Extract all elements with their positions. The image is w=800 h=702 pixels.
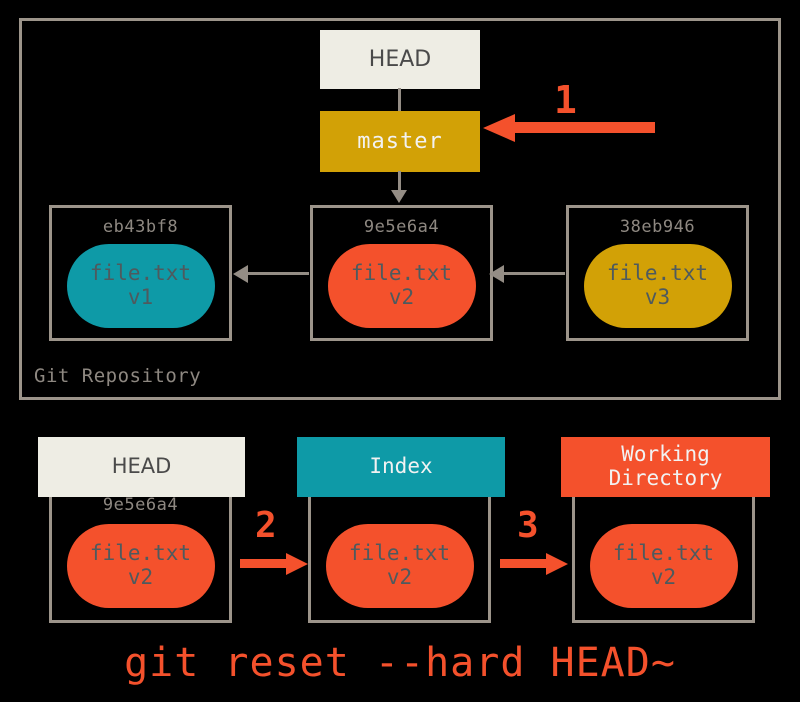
commit-parent-arrowhead-icon: [489, 265, 504, 283]
area-blob: file.txt v2: [589, 524, 738, 608]
blob-version: v2: [386, 565, 413, 589]
commit-hash: 38eb946: [619, 217, 696, 237]
blob-version: v2: [650, 565, 677, 589]
head-to-master-connector: [398, 88, 401, 112]
git-command-caption: git reset --hard HEAD~: [124, 640, 676, 686]
area-blob: file.txt v2: [325, 524, 474, 608]
area-header-index: Index: [297, 437, 505, 497]
area-hash: 9e5e6a4: [102, 495, 179, 515]
step3-arrow-shaft: [500, 559, 548, 568]
blob-version: v3: [644, 285, 671, 309]
step2-arrow-head-icon: [286, 553, 308, 575]
commit-blob: file.txt v3: [583, 244, 732, 328]
blob-version: v2: [388, 285, 415, 309]
blob-version: v1: [127, 285, 154, 309]
step3-number-label: 3: [517, 505, 539, 546]
area-header-head: HEAD: [38, 437, 245, 497]
blob-version: v2: [127, 565, 154, 589]
head-pointer-box: HEAD: [320, 30, 480, 89]
master-to-commit-connector: [398, 171, 401, 195]
master-branch-box: master: [320, 111, 480, 172]
area-header-working-directory: Working Directory: [561, 437, 770, 497]
area-header-label: HEAD: [111, 454, 172, 479]
blob-filename: file.txt: [606, 261, 709, 286]
commit-hash: eb43bf8: [102, 217, 179, 237]
git-repository-frame: [19, 18, 781, 400]
area-blob: file.txt v2: [66, 524, 215, 608]
area-header-label: Working Directory: [608, 442, 723, 490]
area-header-label: Index: [369, 454, 433, 479]
step2-arrow-shaft: [240, 559, 288, 568]
commit-blob: file.txt v1: [66, 244, 215, 328]
git-repository-label: Git Repository: [34, 365, 202, 387]
blob-filename: file.txt: [89, 541, 192, 566]
commit-box-9e5e6a4: 9e5e6a4 file.txt v2: [310, 205, 493, 341]
commit-hash: 9e5e6a4: [363, 217, 440, 237]
step2-number-label: 2: [255, 505, 277, 546]
commit-parent-link: [246, 272, 309, 275]
area-body-head: 9e5e6a4 file.txt v2: [49, 485, 232, 623]
blob-filename: file.txt: [350, 261, 453, 286]
head-pointer-label: HEAD: [368, 47, 432, 72]
commit-parent-link: [502, 272, 565, 275]
master-branch-label: master: [357, 129, 443, 154]
area-body-index: file.txt v2: [308, 485, 491, 623]
master-to-commit-arrowhead: [391, 190, 407, 203]
step1-arrow-head-icon: [483, 114, 515, 142]
commit-box-eb43bf8: eb43bf8 file.txt v1: [49, 205, 232, 341]
area-body-working-directory: file.txt v2: [572, 485, 755, 623]
step1-number-label: 1: [554, 78, 577, 122]
blob-filename: file.txt: [89, 261, 192, 286]
blob-filename: file.txt: [348, 541, 451, 566]
commit-box-38eb946: 38eb946 file.txt v3: [566, 205, 749, 341]
commit-parent-arrowhead-icon: [233, 265, 248, 283]
blob-filename: file.txt: [612, 541, 715, 566]
commit-blob: file.txt v2: [327, 244, 476, 328]
step3-arrow-head-icon: [546, 553, 568, 575]
step1-arrow-shaft: [512, 122, 655, 133]
